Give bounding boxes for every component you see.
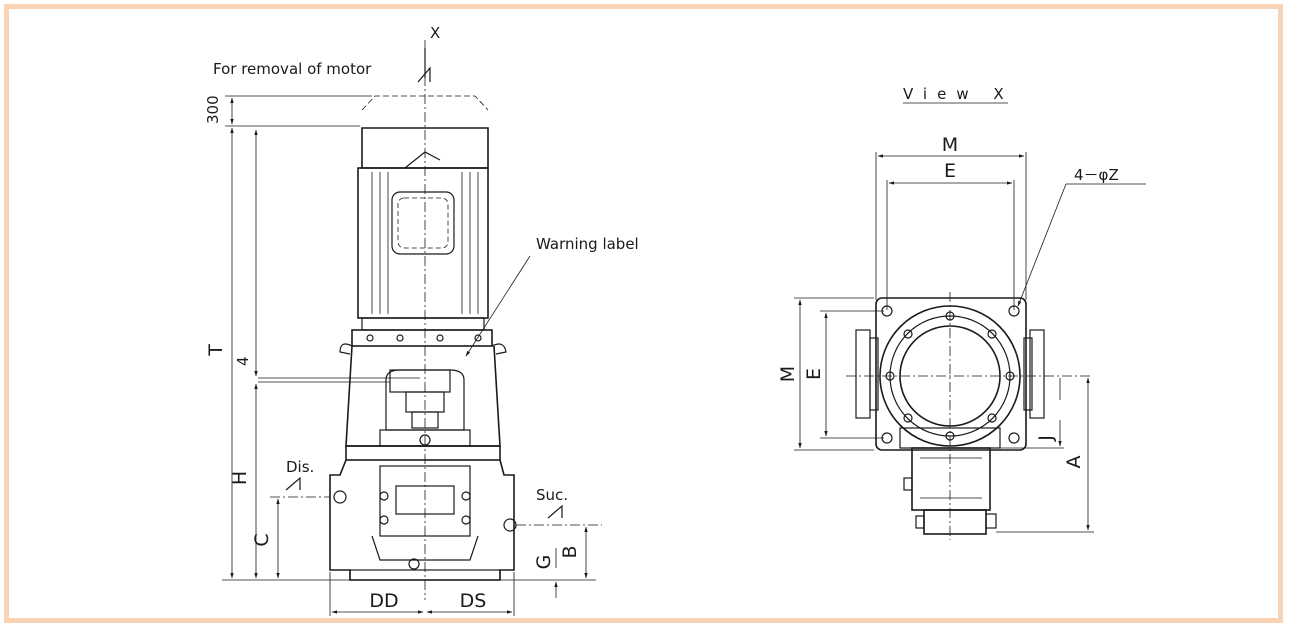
- front-view: X For removal of motor 300: [204, 24, 639, 616]
- flow-labels: Dis. Suc.: [270, 458, 602, 526]
- dim-H-label: H: [229, 471, 251, 485]
- clearance-300-label: 300: [204, 95, 222, 124]
- pump-casing: [329, 445, 517, 581]
- motor-bracket: [339, 329, 507, 447]
- motor-removal-label: For removal of motor: [213, 60, 372, 78]
- base-plate: [875, 297, 1027, 451]
- view-x: View X M E 4－φZ: [777, 85, 1146, 540]
- view-x-dim-E-vertical: E: [803, 368, 825, 380]
- discharge-label: Dis.: [286, 458, 314, 476]
- dim-T-label: T: [205, 344, 227, 357]
- mounting-hole: [1008, 305, 1020, 317]
- terminal-box: [391, 191, 455, 255]
- motor-fins: [371, 172, 479, 314]
- view-x-title: View X: [903, 85, 1014, 103]
- warning-label-callout: Warning label 4: [234, 235, 639, 383]
- lower-block: [911, 447, 991, 511]
- dim-DD-label: DD: [369, 590, 398, 612]
- dim-G-label: G: [533, 555, 555, 570]
- suction-label: Suc.: [536, 486, 568, 504]
- view-x-dim-J: J: [1035, 435, 1057, 442]
- gap-4-label: 4: [234, 356, 252, 366]
- horizontal-dimensions: DD DS: [329, 572, 515, 616]
- motor: [357, 127, 489, 331]
- discharge-port: [333, 490, 347, 504]
- dim-C-label: C: [251, 533, 273, 546]
- view-x-dim-A: A: [1063, 456, 1085, 469]
- view-x-dim-M-vertical: M: [777, 366, 799, 382]
- vertical-dimensions: T H C G B: [205, 127, 596, 598]
- bracket-bolts: [366, 334, 482, 342]
- motor-body: [357, 167, 489, 319]
- holes-note: 4－φZ: [1074, 166, 1119, 184]
- dim-B-label: B: [559, 545, 581, 558]
- casing-bolts: [379, 491, 471, 525]
- dim-DS-label: DS: [460, 590, 487, 612]
- motor-removal-outline: For removal of motor 300: [204, 60, 489, 127]
- view-x-arrow: X: [417, 24, 440, 83]
- view-x-dim-E: E: [944, 160, 956, 182]
- warning-label-text: Warning label: [536, 235, 639, 253]
- drawing-frame: [4, 4, 1283, 623]
- view-x-dim-M: M: [942, 134, 958, 156]
- mounting-hole: [1008, 432, 1020, 444]
- view-x-letter: X: [430, 24, 440, 42]
